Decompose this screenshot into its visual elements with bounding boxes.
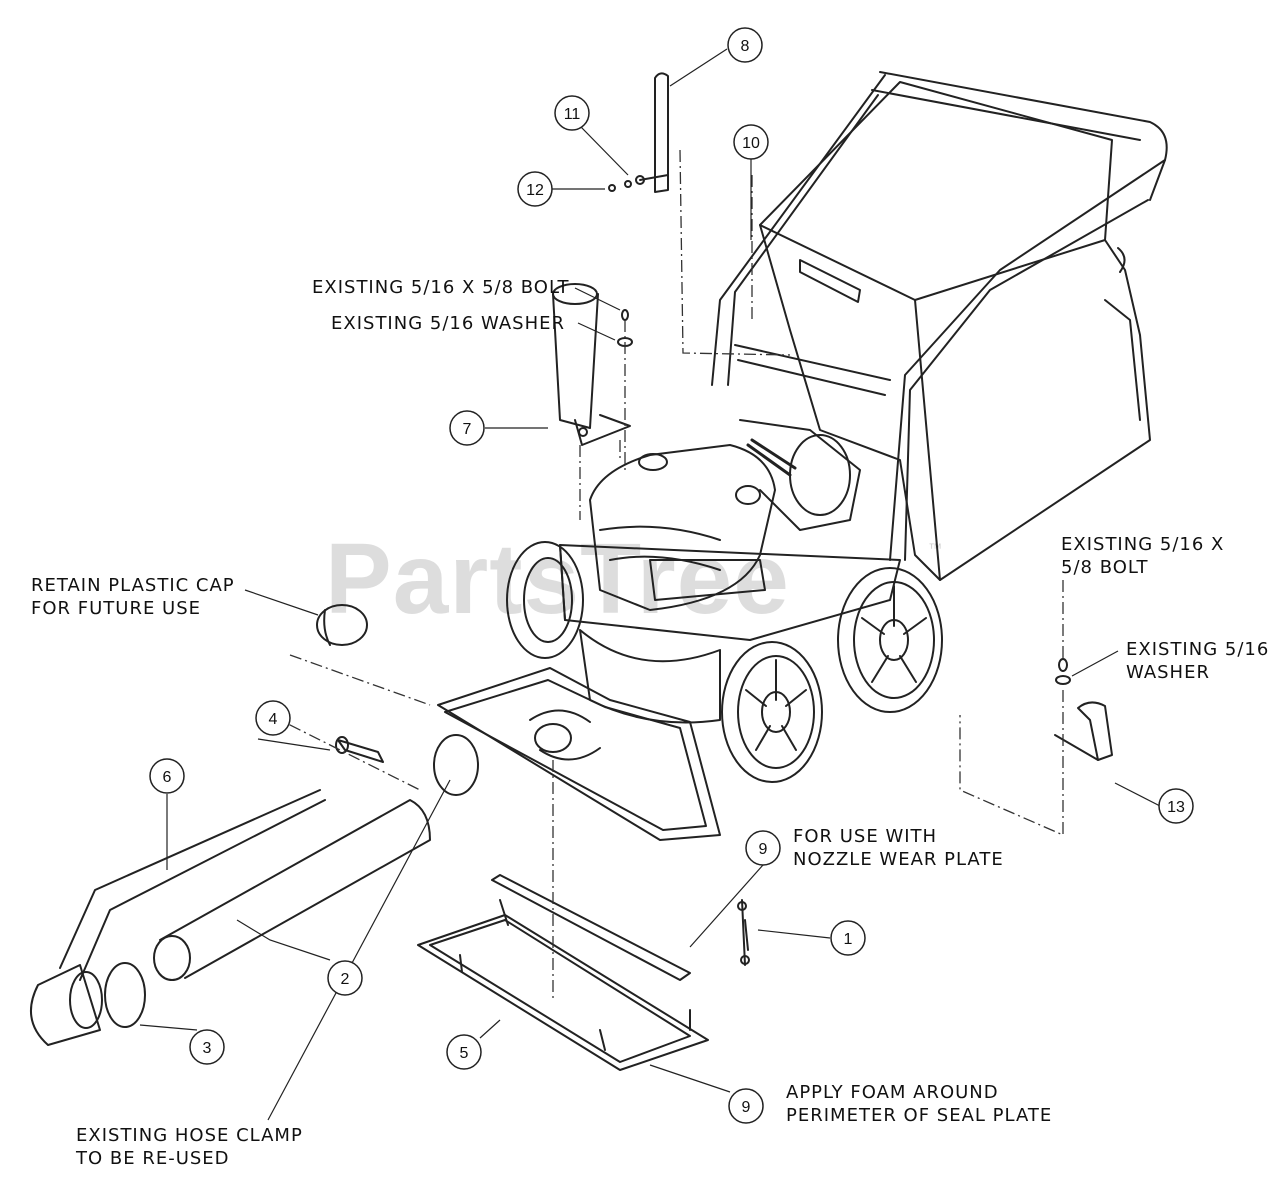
right-bolt-washer — [1055, 658, 1071, 685]
partstree-watermark: PartsTree — [325, 523, 790, 635]
svg-text:1: 1 — [844, 931, 853, 948]
leader-lines — [139, 48, 1161, 1121]
note-retain-plastic-cap: RETAIN PLASTIC CAP FOR FUTURE USE — [31, 575, 235, 619]
note-existing-bolt-right: EXISTING 5/16 X 5/8 BOLT — [1061, 534, 1225, 578]
engine — [589, 419, 861, 611]
svg-text:9: 9 — [742, 1099, 751, 1116]
wheels — [506, 541, 943, 783]
note-existing-washer-top: EXISTING 5/16 WASHER — [331, 313, 565, 334]
callout-10: 10 — [733, 124, 769, 160]
note-existing-hose-clamp: EXISTING HOSE CLAMP TO BE RE-USED — [76, 1125, 303, 1169]
collection-bag — [759, 81, 1151, 581]
callout-6: 6 — [149, 758, 185, 794]
callout-1: 1 — [830, 920, 866, 956]
svg-text:10: 10 — [742, 135, 760, 152]
blower-housing — [437, 544, 901, 841]
callout-5: 5 — [446, 1034, 482, 1070]
part-8-bracket — [639, 72, 669, 193]
callout-12: 12 — [517, 171, 553, 207]
note-existing-bolt-top: EXISTING 5/16 X 5/8 BOLT — [312, 277, 570, 298]
callout-8: 8 — [727, 27, 763, 63]
svg-text:7: 7 — [463, 421, 472, 438]
callout-13: 13 — [1158, 788, 1194, 824]
note-apply-foam: APPLY FOAM AROUND PERIMETER OF SEAL PLAT… — [786, 1082, 1053, 1126]
part-5-seal-plate — [417, 899, 709, 1071]
part-11-12-hardware — [608, 175, 645, 192]
callout-3: 3 — [189, 1029, 225, 1065]
svg-text:5: 5 — [460, 1045, 469, 1062]
part-7-cup — [552, 283, 631, 446]
svg-text:11: 11 — [564, 106, 581, 123]
part-13-bracket — [1054, 701, 1113, 761]
svg-text:9: 9 — [759, 841, 768, 858]
svg-text:13: 13 — [1167, 799, 1185, 816]
svg-text:8: 8 — [741, 38, 750, 55]
handle-frame — [711, 71, 1168, 561]
plastic-cap-part — [316, 604, 368, 646]
svg-text:4: 4 — [269, 711, 278, 728]
svg-text:6: 6 — [163, 769, 172, 786]
callout-7: 7 — [449, 410, 485, 446]
callout-2: 2 — [327, 960, 363, 996]
note-nozzle-wear-plate: FOR USE WITH NOZZLE WEAR PLATE — [793, 826, 1004, 870]
svg-text:3: 3 — [203, 1040, 212, 1057]
callout-9-bottom: 9 — [728, 1088, 764, 1124]
callout-4: 4 — [255, 700, 291, 736]
part-6-tube — [30, 789, 326, 1046]
alignment-lines — [269, 149, 1064, 1000]
part-9-wear-plate — [491, 874, 691, 981]
part-2-hose — [153, 799, 431, 981]
callout-9-top: 9 — [745, 830, 781, 866]
note-existing-washer-right: EXISTING 5/16 WASHER — [1126, 639, 1270, 683]
part-4-coupler — [335, 736, 384, 763]
callouts: 8 11 12 10 7 4 6 13 9 1 2 3 5 9 — [149, 27, 1194, 1124]
hose-clamps — [104, 734, 479, 1028]
svg-text:12: 12 — [526, 182, 544, 199]
svg-text:2: 2 — [341, 971, 350, 988]
part-1-spring — [737, 899, 750, 966]
callout-11: 11 — [554, 95, 590, 131]
